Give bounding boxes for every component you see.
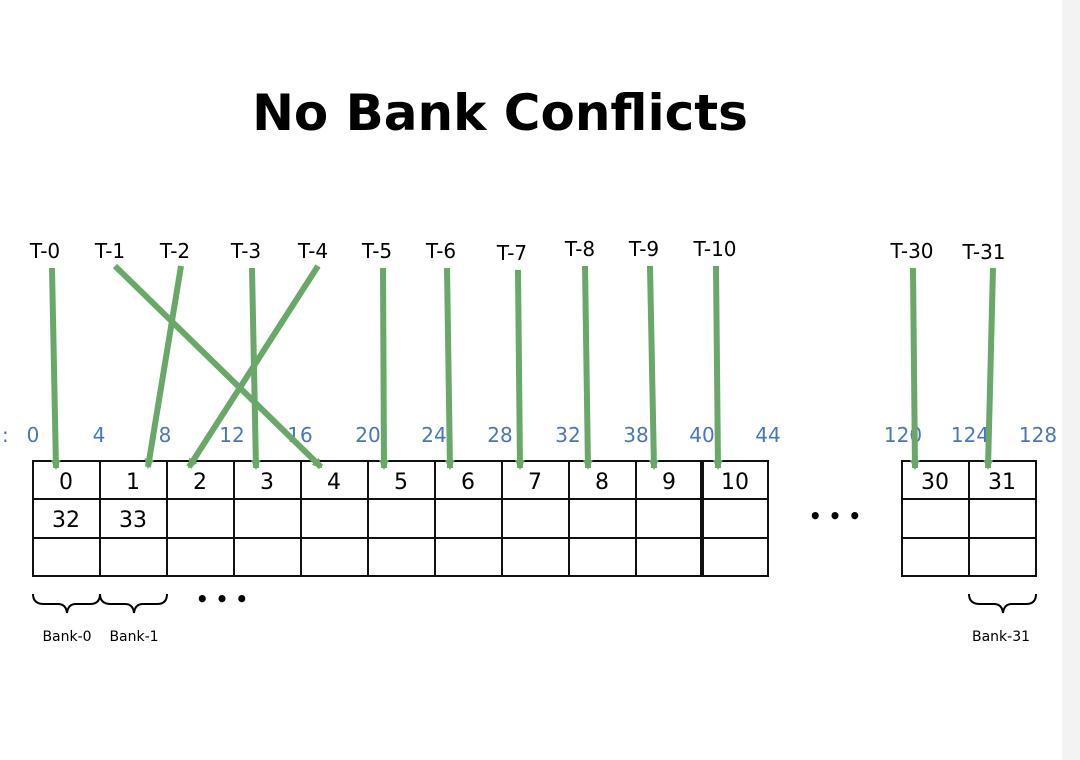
address-label-32: 32 bbox=[555, 423, 580, 447]
arrow-t9-bank9 bbox=[647, 265, 659, 470]
bank-label-1: Bank-1 bbox=[109, 629, 158, 645]
cell-3: 3 bbox=[260, 470, 274, 495]
address-label-124: 124 bbox=[951, 423, 989, 447]
thread-label-t1: T-1 bbox=[94, 239, 125, 263]
cell-10: 10 bbox=[721, 470, 749, 495]
right-row-1: 30 31 bbox=[921, 470, 1016, 495]
thread-arrows bbox=[49, 263, 996, 470]
cell-4: 4 bbox=[327, 470, 341, 495]
cell-6: 6 bbox=[461, 470, 475, 495]
thread-label-t30: T-30 bbox=[889, 239, 933, 263]
cell-5: 5 bbox=[394, 470, 408, 495]
left-row-1: 0 1 2 3 4 5 6 7 8 9 10 bbox=[59, 470, 749, 495]
address-labels: : 0 4 8 12 16 20 24 28 32 38 40 44 120 1… bbox=[2, 423, 1057, 447]
cell-32: 32 bbox=[52, 508, 80, 533]
address-label-4: 4 bbox=[93, 423, 106, 447]
cell-1: 1 bbox=[126, 470, 140, 495]
thread-label-t8: T-8 bbox=[564, 237, 595, 261]
cell-0: 0 bbox=[59, 470, 73, 495]
thread-label-t6: T-6 bbox=[425, 239, 456, 263]
address-label-20: 20 bbox=[355, 423, 380, 447]
arrow-t7-bank7 bbox=[514, 269, 525, 470]
arrow-t1-bank4 bbox=[112, 263, 324, 470]
brace-bank-0 bbox=[32, 593, 101, 614]
address-label-0: 0 bbox=[27, 423, 40, 447]
thread-label-t2: T-2 bbox=[159, 239, 190, 263]
thread-label-t0: T-0 bbox=[29, 239, 60, 263]
thread-label-t9: T-9 bbox=[628, 237, 659, 261]
arrow-t30-bank30 bbox=[909, 267, 920, 470]
thread-label-t3: T-3 bbox=[230, 239, 261, 263]
arrow-t8-bank8 bbox=[582, 265, 593, 470]
address-label-128: 128 bbox=[1019, 423, 1057, 447]
left-row-2: 32 33 bbox=[52, 508, 147, 533]
ellipsis-middle: • • • bbox=[809, 504, 861, 528]
address-label-28: 28 bbox=[487, 423, 512, 447]
address-label-24: 24 bbox=[421, 423, 446, 447]
cell-31: 31 bbox=[988, 470, 1016, 495]
arrow-t31-bank31 bbox=[983, 267, 996, 470]
cell-9: 9 bbox=[662, 470, 676, 495]
bank-label-0: Bank-0 bbox=[42, 629, 91, 645]
cell-8: 8 bbox=[595, 470, 609, 495]
thread-label-t10: T-10 bbox=[692, 237, 736, 261]
thread-label-t5: T-5 bbox=[361, 239, 392, 263]
cell-33: 33 bbox=[119, 508, 147, 533]
arrow-t10-bank10 bbox=[712, 265, 723, 470]
slide-title: No Bank Conflicts bbox=[252, 84, 748, 142]
address-label-44: 44 bbox=[755, 423, 780, 447]
arrow-t4-bank2 bbox=[186, 264, 321, 469]
thread-label-t4: T-4 bbox=[297, 239, 328, 263]
ellipsis-bottom: • • • bbox=[196, 587, 248, 611]
arrow-t2-bank1 bbox=[144, 265, 184, 469]
cell-2: 2 bbox=[193, 470, 207, 495]
address-cutoff-label: : bbox=[2, 423, 9, 447]
address-label-8: 8 bbox=[159, 423, 172, 447]
address-label-40: 40 bbox=[689, 423, 714, 447]
thread-label-t31: T-31 bbox=[961, 240, 1005, 264]
cell-30: 30 bbox=[921, 470, 949, 495]
address-label-38: 38 bbox=[623, 423, 648, 447]
bank-braces bbox=[32, 593, 1037, 614]
arrow-t6-bank6 bbox=[444, 267, 455, 470]
arrow-t5-bank5 bbox=[378, 267, 389, 470]
thread-label-t7: T-7 bbox=[496, 241, 527, 265]
arrow-t0-bank0 bbox=[49, 267, 61, 470]
brace-bank-31 bbox=[968, 593, 1037, 614]
bank-label-31: Bank-31 bbox=[972, 629, 1030, 645]
address-label-12: 12 bbox=[219, 423, 244, 447]
memory-block-left bbox=[32, 460, 769, 577]
thread-labels: T-0 T-1 T-2 T-3 T-4 T-5 T-6 T-7 T-8 T-9 … bbox=[29, 237, 1006, 265]
cell-7: 7 bbox=[528, 470, 542, 495]
brace-bank-1 bbox=[99, 593, 168, 614]
page-edge-strip bbox=[1062, 0, 1080, 760]
memory-block-right bbox=[901, 460, 1037, 577]
memory-block-left-frame bbox=[32, 460, 769, 577]
